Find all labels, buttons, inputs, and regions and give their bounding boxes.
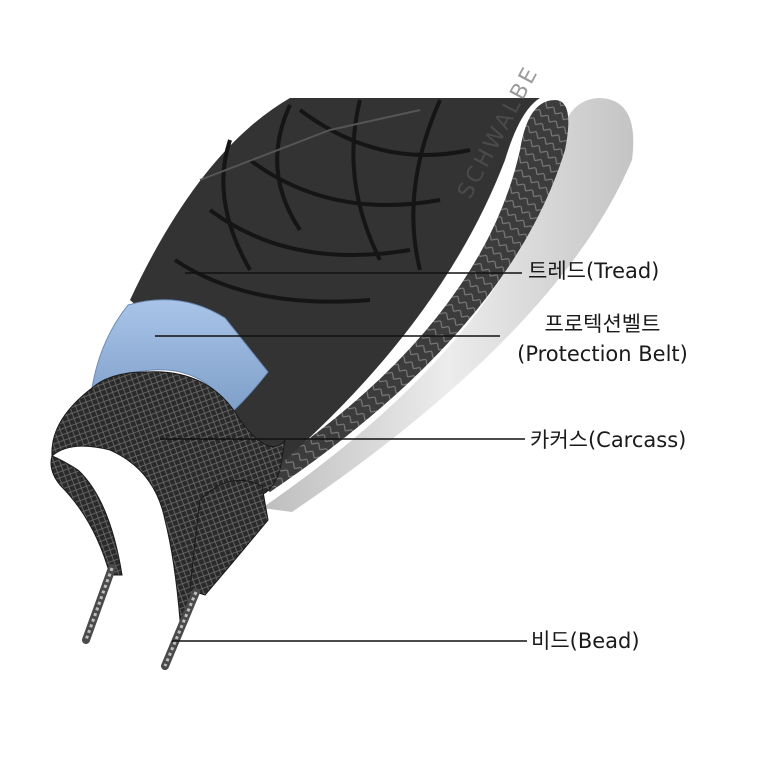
- label-bead: 비드(Bead): [531, 628, 640, 654]
- label-carcass: 카커스(Carcass): [530, 427, 686, 453]
- label-tread: 트레드(Tread): [528, 258, 659, 284]
- carcass-fold-left: [51, 456, 122, 575]
- label-protection-english: (Protection Belt): [505, 341, 700, 367]
- label-protection-korean: 프로텍션벨트: [505, 311, 700, 337]
